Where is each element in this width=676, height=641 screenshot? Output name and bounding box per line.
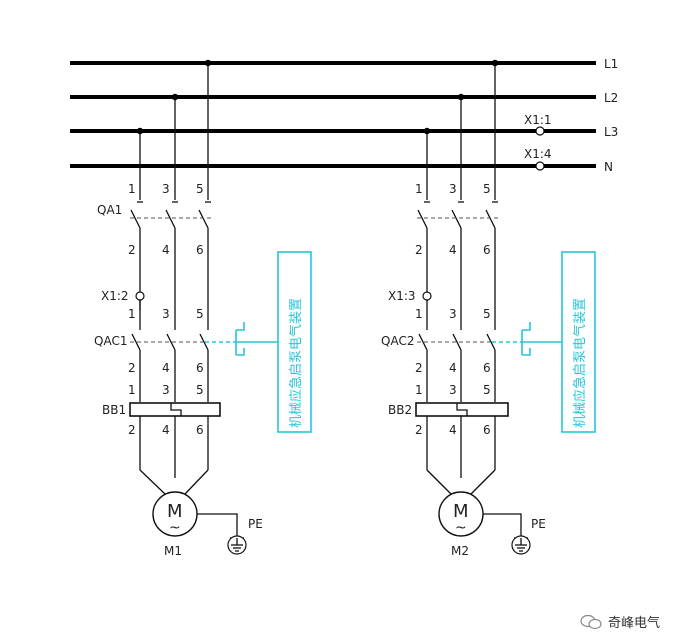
- earth-icon: [227, 535, 247, 555]
- junction-dot: [204, 59, 212, 67]
- emergency-panel-2: [561, 251, 596, 433]
- pin-number: 2: [415, 361, 423, 375]
- pin-number: 2: [128, 361, 136, 375]
- contactor-qac1: [130, 300, 209, 402]
- pin-number: 4: [162, 243, 170, 257]
- relay-label-bb2: BB2: [388, 403, 412, 417]
- pin-number: 3: [449, 307, 457, 321]
- pin-number: 3: [162, 383, 170, 397]
- pin-number: 1: [128, 383, 136, 397]
- pin-number: 4: [449, 423, 457, 437]
- circuit-1: 1 3 5 QA1 2 4 6 X1:2 1 3 5 QAC1: [94, 59, 312, 558]
- emergency-actuator-2: [492, 322, 562, 356]
- pin-number: 4: [449, 243, 457, 257]
- pin-number: 4: [162, 423, 170, 437]
- pin-number: 3: [449, 383, 457, 397]
- watermark-text: 奇峰电气: [607, 616, 660, 631]
- pin-number: 2: [415, 423, 423, 437]
- contactor-label-qac1: QAC1: [94, 334, 127, 348]
- motor-tilde: ~: [455, 520, 467, 536]
- pin-number: 5: [483, 383, 491, 397]
- terminal-x1-4: [535, 161, 545, 171]
- pin-number: 6: [196, 361, 204, 375]
- earth-label-pe-2: PE: [531, 517, 546, 531]
- motor-m1: M ~: [139, 469, 244, 539]
- pin-number: 6: [196, 423, 204, 437]
- pin-number: 5: [483, 182, 491, 196]
- emergency-actuator-1: [205, 322, 278, 356]
- junction-dot: [491, 59, 499, 67]
- earth-icon: [511, 535, 531, 555]
- pin-number: 5: [196, 307, 204, 321]
- pin-number: 1: [128, 307, 136, 321]
- pin-number: 4: [162, 361, 170, 375]
- breaker-label-qa1: QA1: [97, 203, 122, 217]
- relay-label-bb1: BB1: [102, 403, 126, 417]
- terminal-label-x1-1: X1:1: [524, 113, 552, 127]
- pin-number: 2: [128, 243, 136, 257]
- pin-number: 1: [415, 307, 423, 321]
- relay-bb2: [415, 402, 509, 478]
- junction-dot: [457, 93, 465, 101]
- emergency-panel-text-2: 机械应急启泵电气装置: [572, 298, 588, 428]
- motor-symbol: M: [167, 501, 183, 522]
- bus-label-l2: L2: [604, 91, 618, 105]
- pin-number: 5: [196, 182, 204, 196]
- watermark: 奇峰电气: [580, 612, 660, 631]
- breaker-qa1-2: [417, 201, 500, 330]
- contactor-label-qac2: QAC2: [381, 334, 414, 348]
- bus-label-l3: L3: [604, 125, 618, 139]
- motor-label-m2: M2: [451, 544, 469, 558]
- pin-number: 4: [449, 361, 457, 375]
- junction-dot: [423, 127, 431, 135]
- emergency-panel-1: [277, 251, 312, 433]
- terminal-x1-3: [422, 291, 432, 301]
- relay-bb1: [129, 402, 221, 478]
- bus-label-n: N: [604, 160, 613, 174]
- earth-label-pe: PE: [248, 517, 263, 531]
- pin-number: 6: [483, 243, 491, 257]
- pin-number: 6: [196, 243, 204, 257]
- terminal-label-x1-3: X1:3: [388, 289, 416, 303]
- pin-number: 3: [162, 182, 170, 196]
- motor-label-m1: M1: [164, 544, 182, 558]
- motor-tilde: ~: [169, 520, 181, 536]
- pin-number: 6: [483, 361, 491, 375]
- pin-number: 2: [415, 243, 423, 257]
- terminal-x1-2: [135, 291, 145, 301]
- junction-dot: [171, 93, 179, 101]
- pin-number: 6: [483, 423, 491, 437]
- pin-number: 3: [449, 182, 457, 196]
- contactor-qac2: [417, 300, 496, 402]
- emergency-panel-text-1: 机械应急启泵电气装置: [288, 298, 304, 428]
- pin-number: 5: [196, 383, 204, 397]
- wechat-icon: [580, 614, 602, 629]
- pin-number: 3: [162, 307, 170, 321]
- motor-m2: M ~: [426, 469, 528, 539]
- terminal-label-x1-4: X1:4: [524, 147, 552, 161]
- pin-number: 1: [415, 383, 423, 397]
- junction-dot: [136, 127, 144, 135]
- circuit-2: 1 3 5 2 4 6 X1:3 1 3 5 QAC2: [381, 59, 596, 558]
- terminal-x1-1: [535, 126, 545, 136]
- pin-number: 1: [128, 182, 136, 196]
- pin-number: 1: [415, 182, 423, 196]
- pin-number: 5: [483, 307, 491, 321]
- pin-number: 2: [128, 423, 136, 437]
- bus-label-l1: L1: [604, 57, 618, 71]
- terminal-label-x1-2: X1:2: [101, 289, 129, 303]
- motor-symbol: M: [453, 501, 469, 522]
